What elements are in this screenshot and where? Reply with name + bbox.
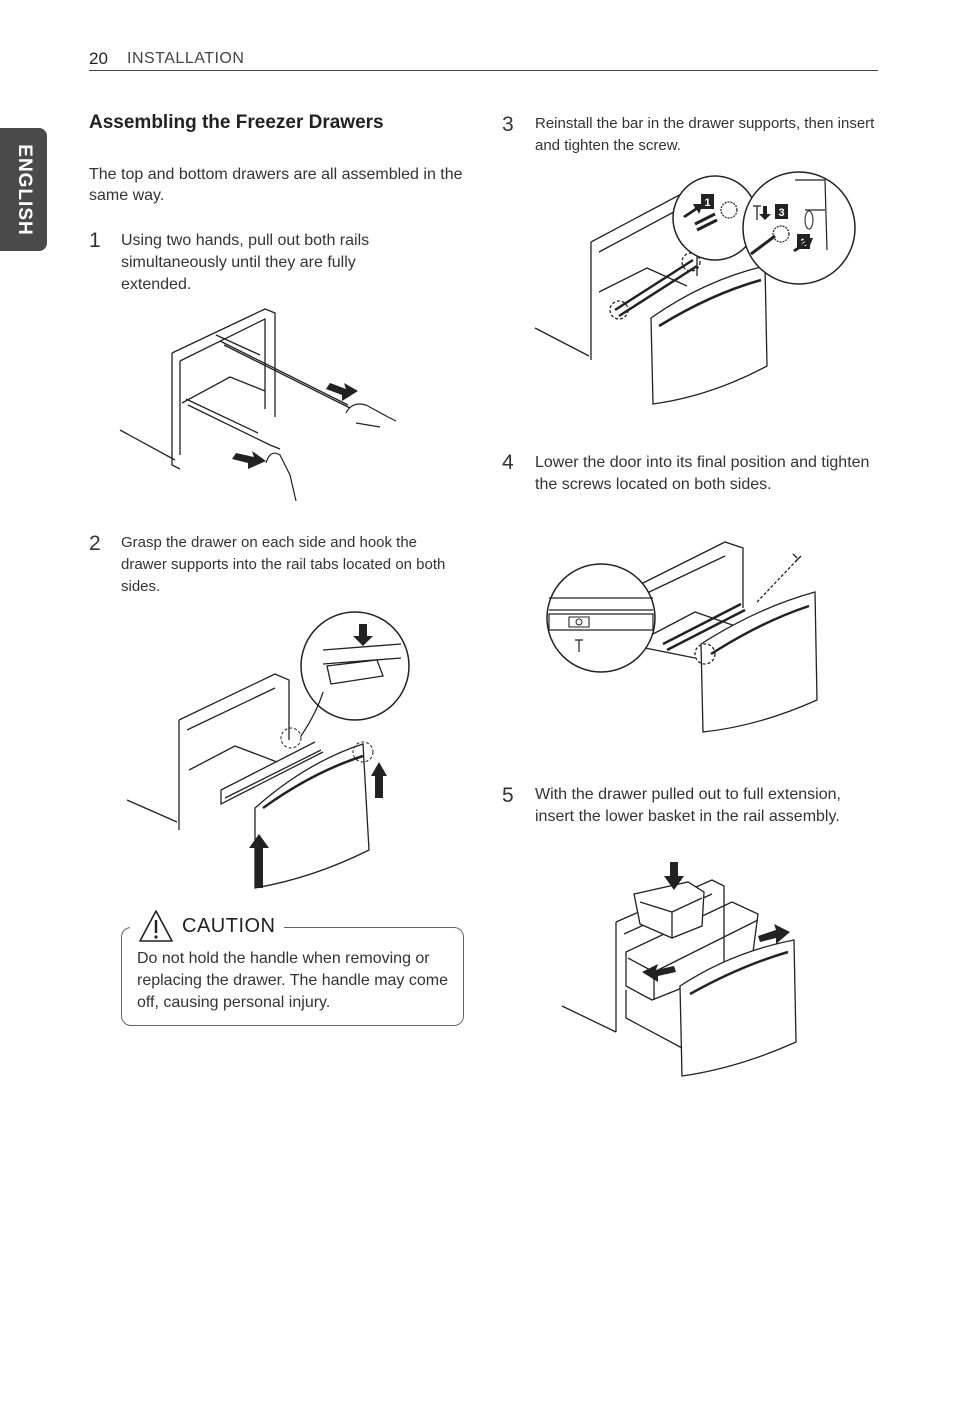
arrow-icon — [683, 204, 813, 252]
magnify-circle-icon — [547, 564, 695, 672]
step-3-text: Reinstall the bar in the drawer supports… — [535, 115, 875, 154]
caution-text: Do not hold the handle when removing or … — [137, 950, 448, 1011]
arrow-icon — [232, 383, 358, 469]
warning-triangle-icon — [139, 910, 173, 942]
step-4-text: Lower the door into its final position a… — [535, 454, 870, 493]
step-1-text: Using two hands, pull out both rails sim… — [121, 232, 370, 293]
hand-icon — [266, 404, 396, 501]
callout-badges: 1 2 3 — [701, 194, 810, 249]
magnify-circle-icon — [673, 172, 855, 284]
step-4-number: 4 — [502, 451, 514, 474]
caution-heading: CAUTION — [130, 908, 284, 944]
intro-text: The top and bottom drawers are all assem… — [89, 166, 463, 204]
step-5-text: With the drawer pulled out to full exten… — [535, 786, 841, 825]
page-header: 20 INSTALLATION — [89, 48, 878, 71]
step-2-text: Grasp the drawer on each side and hook t… — [121, 534, 446, 595]
step-3-number: 3 — [502, 113, 514, 136]
screw-icon — [793, 554, 801, 562]
arrow-icon — [249, 624, 387, 888]
arrow-icon — [642, 862, 790, 982]
step-5-number: 5 — [502, 784, 514, 807]
language-tab: ENGLISH — [0, 128, 47, 251]
page-number: 20 — [89, 49, 108, 68]
step-2-illustration — [127, 612, 417, 892]
section-name: INSTALLATION — [127, 50, 245, 67]
magnify-circle-icon — [281, 612, 409, 762]
caution-label: CAUTION — [182, 914, 276, 937]
step-1-illustration — [120, 305, 405, 505]
step-5-illustration — [562, 862, 802, 1080]
section-title: Assembling the Freezer Drawers — [89, 112, 384, 133]
step-2-number: 2 — [89, 532, 101, 555]
step-3-illustration: 1 2 3 — [535, 170, 850, 406]
callout-1: 1 — [704, 197, 710, 209]
caution-box — [121, 927, 464, 1026]
screw-icon — [753, 206, 761, 220]
callout-3: 3 — [778, 207, 784, 219]
language-label: ENGLISH — [13, 143, 35, 236]
step-4-illustration — [545, 514, 825, 736]
step-1-number: 1 — [89, 229, 101, 252]
